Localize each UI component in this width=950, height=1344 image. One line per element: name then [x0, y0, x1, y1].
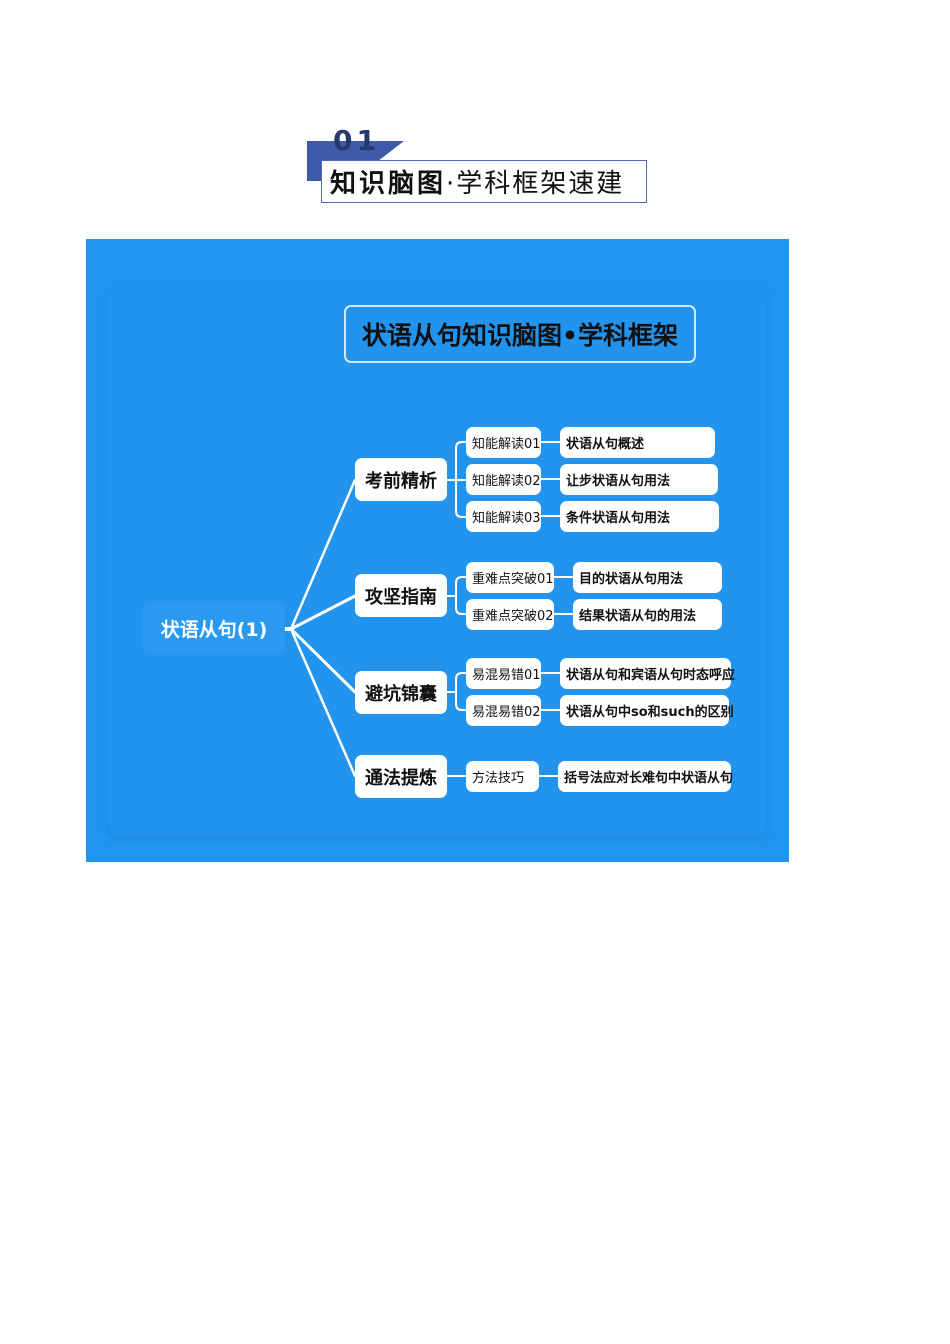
root-node: 状语从句(1) [143, 601, 285, 655]
leaf-node: 状语从句中so和such的区别 [560, 695, 734, 726]
subnode: 知能解读03 [466, 501, 541, 532]
section-title-rest: ·学科框架速建 [446, 169, 625, 199]
leaf-node: 结果状语从句的用法 [573, 599, 722, 630]
subnode: 易混易错02 [466, 695, 541, 726]
leaf-node: 让步状语从句用法 [560, 464, 718, 495]
branch-node-kaoqian: 考前精析 [355, 458, 447, 501]
subnode: 重难点突破01 [466, 562, 554, 593]
branch-node-bikeng: 避坑锦囊 [355, 671, 447, 714]
leaf-node: 目的状语从句用法 [573, 562, 722, 593]
leaf-node: 状语从句概述 [560, 427, 715, 458]
mindmap-title: 状语从句知识脑图•学科框架 [344, 305, 696, 363]
branch-node-gongjian: 攻坚指南 [355, 574, 447, 617]
section-title: 知识脑图·学科框架速建 [321, 160, 647, 203]
subnode: 方法技巧 [466, 761, 539, 792]
header-tab-slant [378, 141, 404, 161]
section-title-bold: 知识脑图 [330, 169, 447, 199]
subnode: 知能解读01 [466, 427, 541, 458]
subnode: 重难点突破02 [466, 599, 554, 630]
leaf-node: 条件状语从句用法 [560, 501, 719, 532]
leaf-node: 括号法应对长难句中状语从句 [558, 761, 733, 792]
subnode: 知能解读02 [466, 464, 541, 495]
subnode: 易混易错01 [466, 658, 541, 689]
section-number: 01 [333, 124, 380, 157]
leaf-node: 状语从句和宾语从句时态呼应 [560, 658, 735, 689]
branch-node-tongfa: 通法提炼 [355, 755, 447, 798]
